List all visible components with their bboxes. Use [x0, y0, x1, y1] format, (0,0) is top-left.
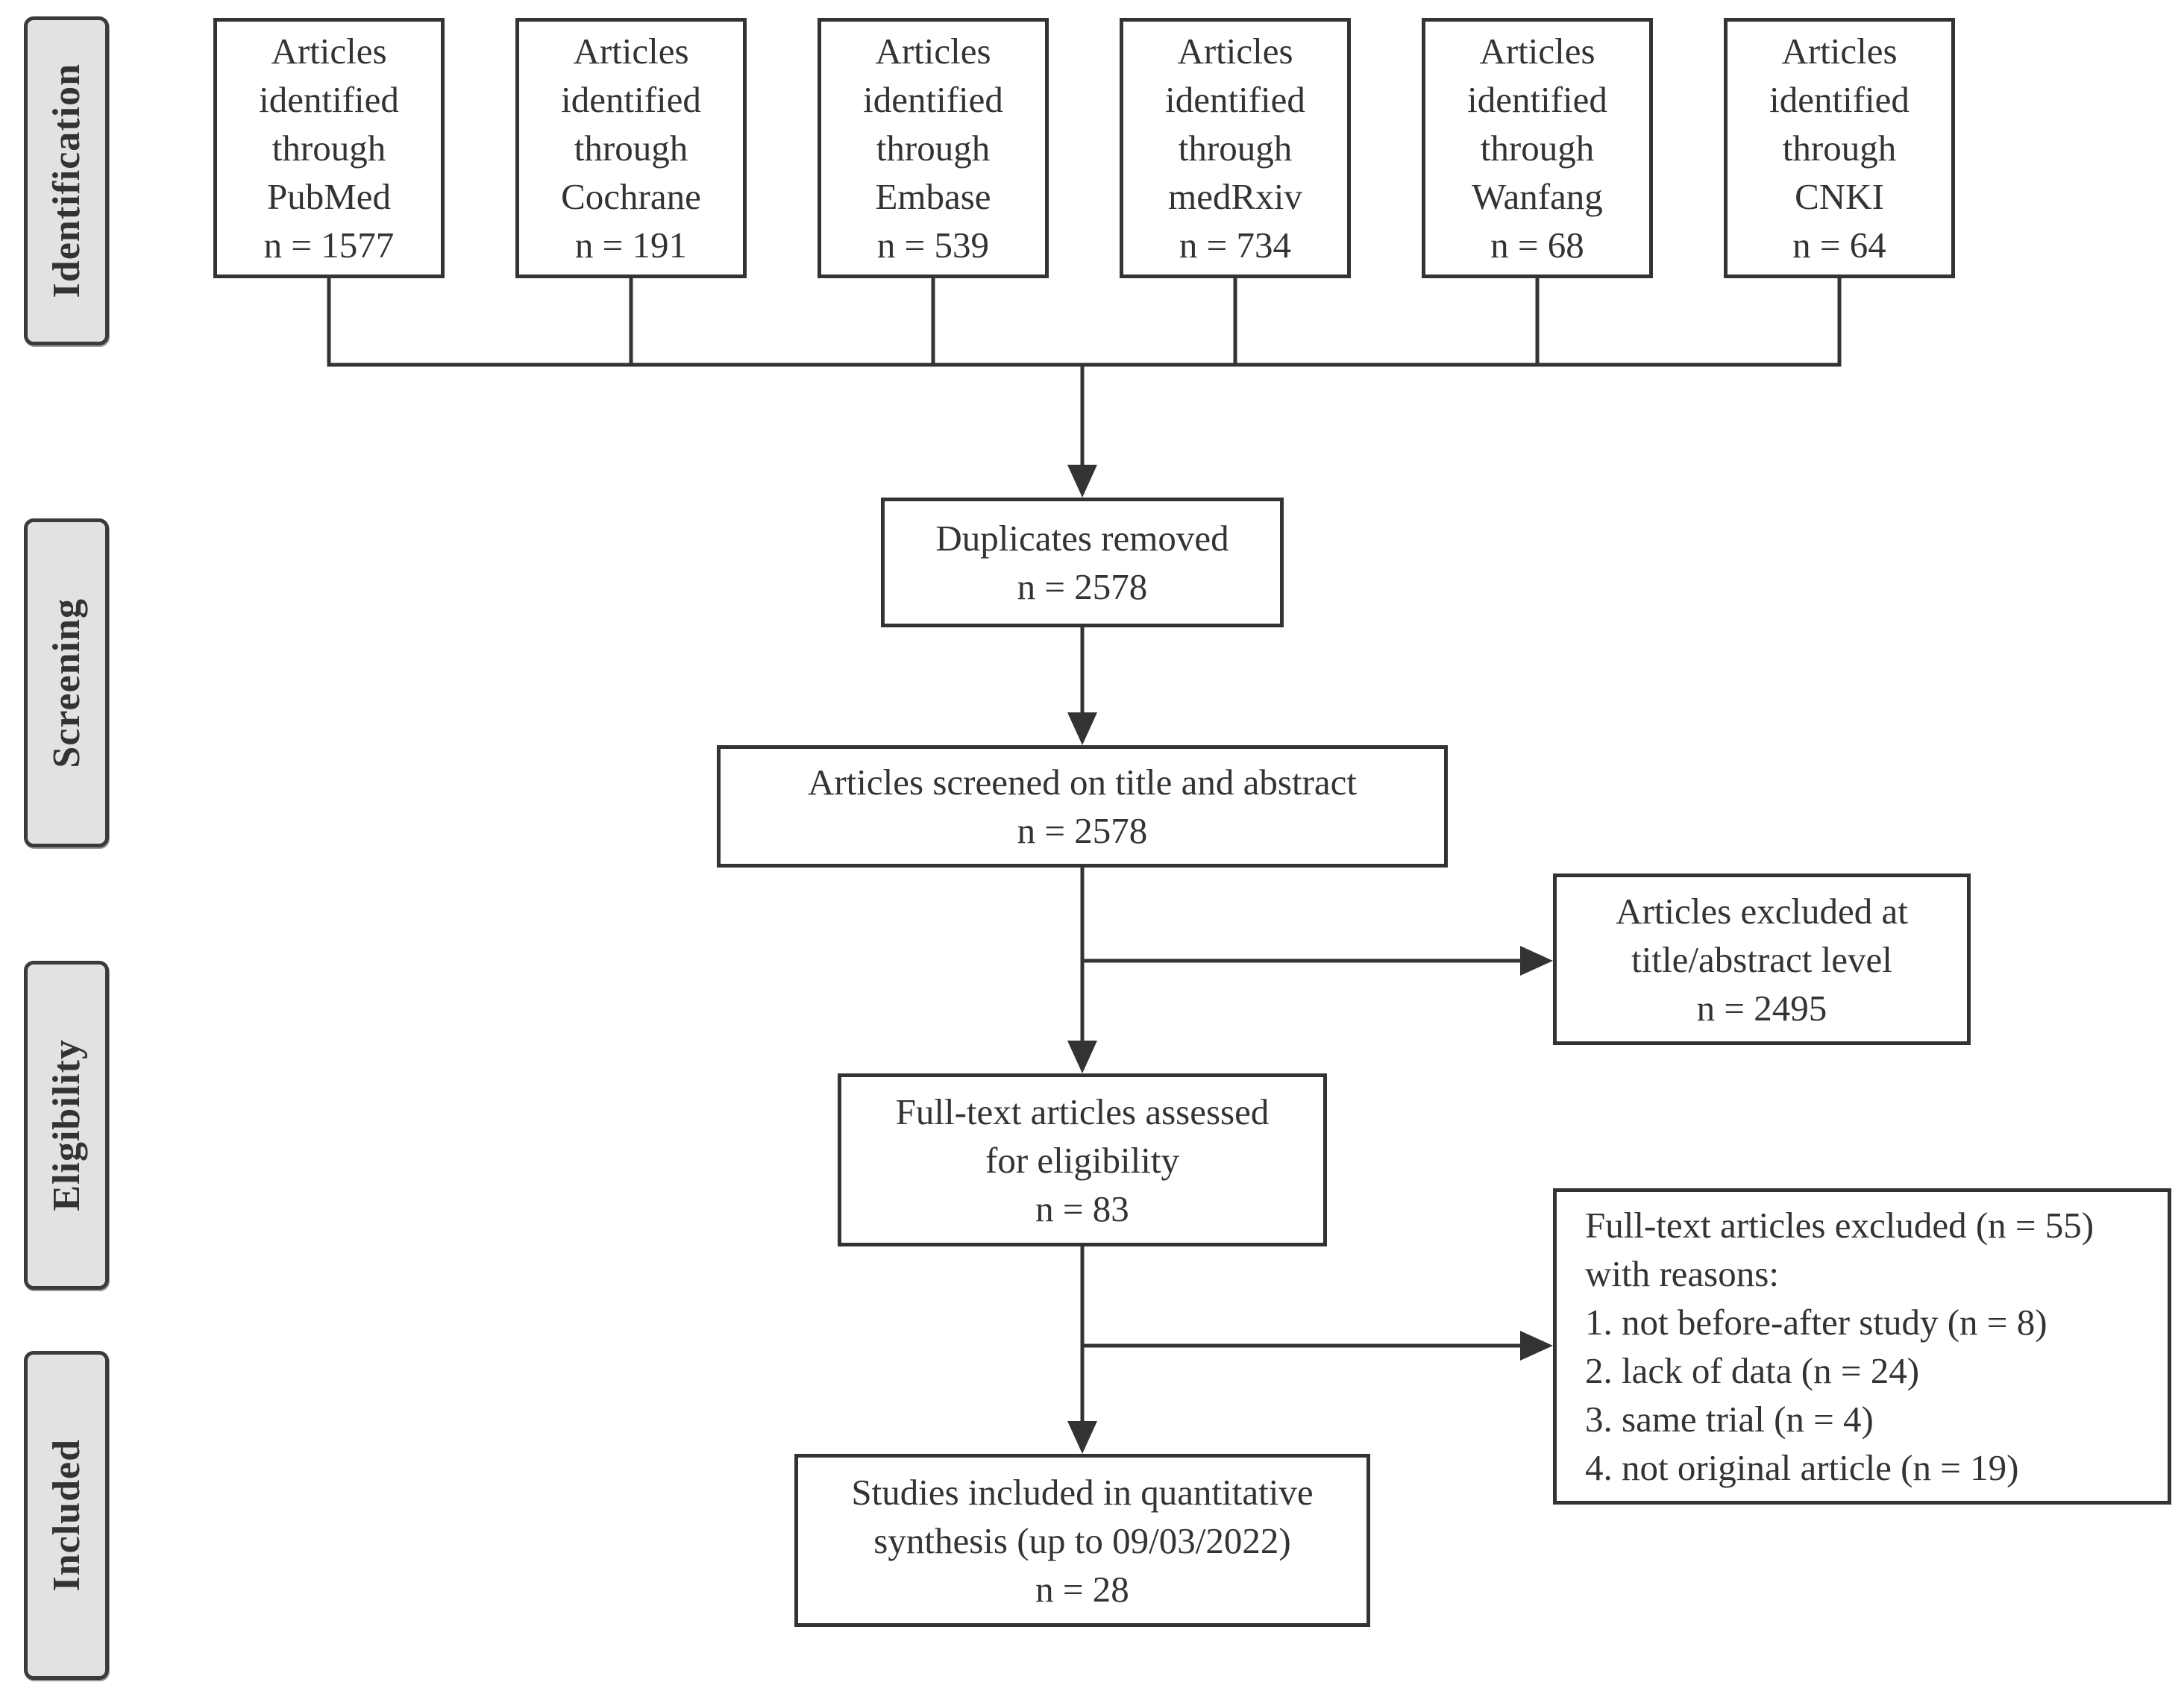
- fulltext-assessed-box: Full-text articles assessed for eligibil…: [838, 1073, 1327, 1246]
- stage-eligibility: Eligibility: [24, 961, 109, 1290]
- source-label-line: medRxiv: [1168, 176, 1302, 217]
- source-box-cnki: Articles identified through CNKI n = 64: [1724, 18, 1955, 278]
- box-count: n = 2578: [1017, 810, 1148, 851]
- source-count: n = 734: [1179, 225, 1292, 266]
- source-box-wanfang: Articles identified through Wanfang n = …: [1422, 18, 1653, 278]
- duplicates-removed-box: Duplicates removed n = 2578: [881, 498, 1284, 627]
- arrowhead-excluded-title: [1520, 946, 1553, 976]
- source-label-line: identified: [1769, 79, 1910, 120]
- source-count: n = 191: [574, 225, 688, 266]
- arrowhead-fulltext: [1067, 1041, 1097, 1073]
- source-box-cochrane: Articles identified through Cochrane n =…: [515, 18, 747, 278]
- source-count: n = 68: [1490, 225, 1584, 266]
- source-label-line: Articles: [1479, 31, 1595, 72]
- stage-label: Identification: [45, 63, 88, 298]
- exclusion-reason: 4. not original article (n = 19): [1585, 1447, 2019, 1488]
- source-box-pubmed: Articles identified through PubMed n = 1…: [213, 18, 445, 278]
- source-label-line: identified: [1165, 79, 1305, 120]
- source-label-line: identified: [259, 79, 399, 120]
- arrowhead-included: [1067, 1421, 1097, 1454]
- articles-screened-box: Articles screened on title and abstract …: [717, 745, 1448, 868]
- excluded-fulltext-box: Full-text articles excluded (n = 55) wit…: [1553, 1188, 2171, 1505]
- source-label-line: through: [1178, 128, 1293, 169]
- box-count: n = 83: [1035, 1188, 1129, 1229]
- source-label-line: identified: [561, 79, 701, 120]
- source-count: n = 64: [1792, 225, 1886, 266]
- source-count: n = 539: [876, 225, 990, 266]
- arrowhead-screened: [1067, 712, 1097, 745]
- box-label-line: Full-text articles excluded (n = 55): [1585, 1205, 2094, 1246]
- arrowhead-duplicates: [1067, 465, 1097, 498]
- source-label-line: Cochrane: [561, 176, 701, 217]
- box-label-line: title/abstract level: [1631, 938, 1892, 980]
- exclusion-reason: 3. same trial (n = 4): [1585, 1399, 1874, 1440]
- box-label-line: Duplicates removed: [935, 518, 1229, 559]
- stage-screening: Screening: [24, 518, 109, 847]
- box-label-line: Articles screened on title and abstract: [807, 762, 1358, 803]
- source-count: n = 1577: [263, 225, 395, 266]
- source-label-line: PubMed: [266, 176, 392, 217]
- source-label-line: Articles: [271, 31, 387, 72]
- source-label-line: through: [1480, 128, 1595, 169]
- studies-included-box: Studies included in quantitative synthes…: [794, 1454, 1370, 1627]
- source-label-line: Articles: [1177, 31, 1293, 72]
- box-label-line: Studies included in quantitative: [851, 1471, 1314, 1513]
- box-count: n = 2495: [1696, 987, 1827, 1029]
- stage-included: Included: [24, 1351, 109, 1680]
- source-label-line: through: [876, 128, 991, 169]
- source-label-line: identified: [863, 79, 1003, 120]
- excluded-title-abstract-box: Articles excluded at title/abstract leve…: [1553, 873, 1971, 1045]
- stage-label: Eligibility: [45, 1039, 88, 1211]
- box-label-line: synthesis (up to 09/03/2022): [873, 1519, 1291, 1561]
- source-label-line: Articles: [573, 31, 689, 72]
- stage-identification: Identification: [24, 16, 109, 345]
- box-count: n = 28: [1035, 1568, 1129, 1610]
- source-box-medrxiv: Articles identified through medRxiv n = …: [1120, 18, 1351, 278]
- stage-label: Screening: [45, 597, 88, 768]
- source-label-line: through: [272, 128, 386, 169]
- box-label-line: with reasons:: [1585, 1253, 1779, 1294]
- source-label-line: through: [1782, 128, 1897, 169]
- source-label-line: Articles: [1781, 31, 1898, 72]
- stage-label: Included: [45, 1439, 88, 1592]
- source-box-embase: Articles identified through Embase n = 5…: [818, 18, 1049, 278]
- source-label-line: Embase: [875, 176, 991, 217]
- source-label-line: through: [574, 128, 688, 169]
- exclusion-reason: 1. not before-after study (n = 8): [1585, 1302, 2048, 1343]
- exclusion-reason: 2. lack of data (n = 24): [1585, 1350, 1920, 1391]
- source-label-line: Wanfang: [1472, 176, 1603, 217]
- source-label-line: Articles: [875, 31, 991, 72]
- arrowhead-excluded-fulltext: [1520, 1331, 1553, 1361]
- box-count: n = 2578: [1017, 566, 1148, 607]
- box-label-line: Articles excluded at: [1616, 890, 1908, 932]
- source-label-line: CNKI: [1795, 176, 1884, 217]
- source-label-line: identified: [1467, 79, 1607, 120]
- box-label-line: Full-text articles assessed: [895, 1091, 1270, 1132]
- box-label-line: for eligibility: [985, 1139, 1179, 1181]
